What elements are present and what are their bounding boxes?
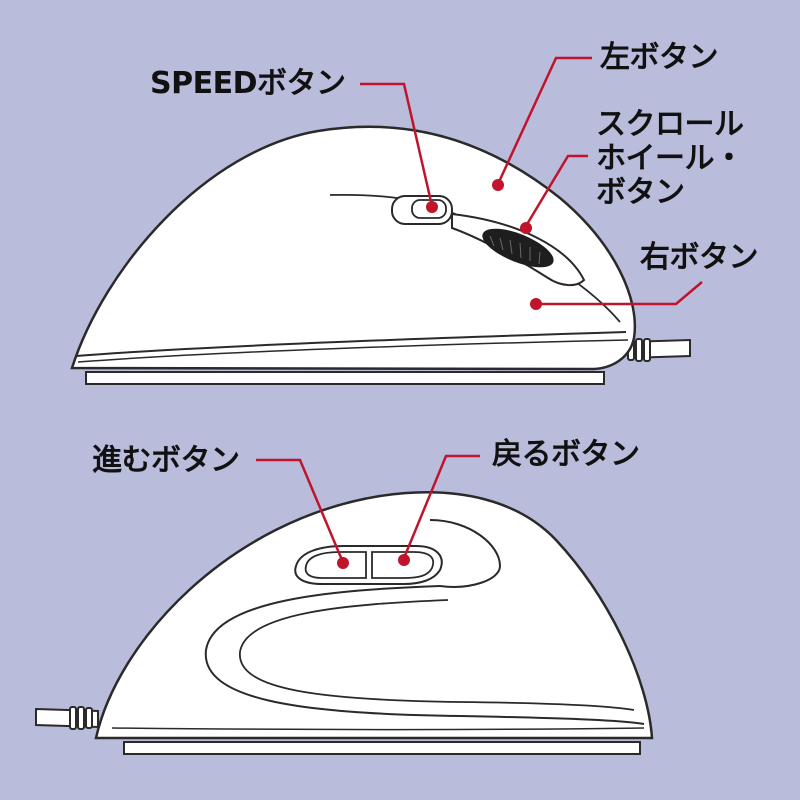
top-cable [627,338,691,362]
label-speed-button: SPEEDボタン [150,66,346,101]
label-left-button: 左ボタン [600,40,719,75]
top-base [85,371,605,385]
leader-left-button [496,56,592,185]
dot-left-button [492,179,504,191]
label-scroll-wheel-button: スクロール ホイール・ ボタン [596,107,744,210]
label-right-button: 右ボタン [640,240,759,275]
label-forward-button: 進むボタン [92,443,240,478]
speed-button[interactable] [391,195,453,225]
dot-right-button [530,298,542,310]
label-back-button: 戻るボタン [492,437,640,472]
side-mouse-body [94,491,654,740]
forward-button[interactable] [304,551,367,579]
leader-back-button [402,454,480,559]
leader-forward-button [256,458,344,561]
dot-back-button [398,554,410,566]
side-base [123,741,641,755]
leader-lines [256,56,703,561]
dot-scroll-wheel [520,222,532,234]
side-cable [35,706,99,730]
mouse-side-view [35,491,654,755]
leader-scroll-wheel [524,154,588,227]
dot-forward-button [337,557,349,569]
leader-dots [337,179,542,569]
leader-right-button [536,281,703,306]
leader-speed-button [360,82,434,207]
dot-speed-button [426,201,438,213]
